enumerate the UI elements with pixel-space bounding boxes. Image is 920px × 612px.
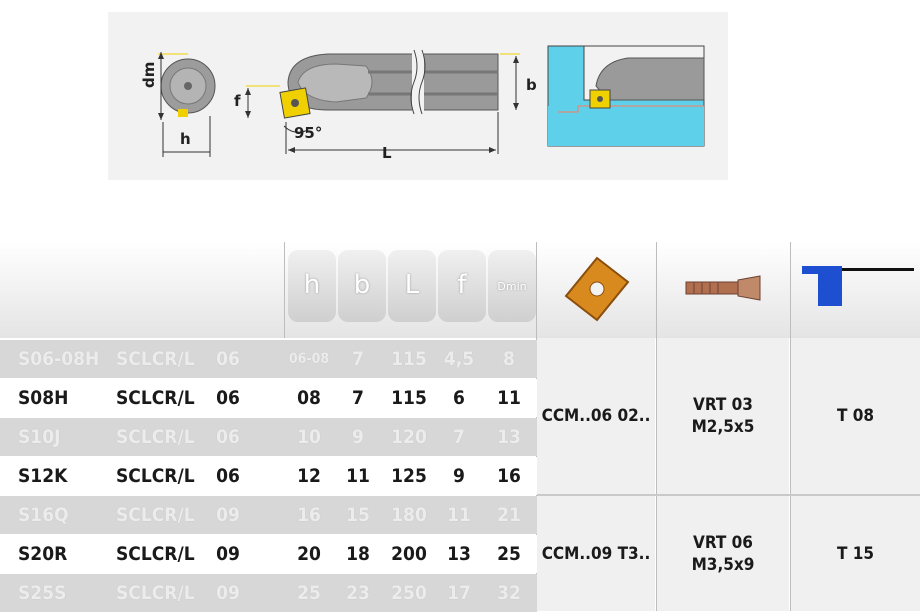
cell-L: 250 — [391, 582, 427, 604]
cell-size: 06 — [216, 387, 240, 409]
cell-b: 7 — [352, 387, 364, 409]
cell-dmin: 25 — [497, 543, 521, 565]
cell-b: 15 — [346, 504, 370, 526]
cell-type: SCLCR/L — [116, 504, 195, 526]
param-header-f: f — [438, 250, 486, 322]
cell-h: 12 — [297, 465, 321, 487]
cell-code: S12K — [18, 465, 68, 487]
cell-L: 180 — [391, 504, 427, 526]
cell-type: SCLCR/L — [116, 465, 195, 487]
param-header-dmin: Dmin — [488, 250, 536, 322]
application-view — [547, 45, 705, 147]
L-label: L — [382, 144, 392, 162]
cell-size: 09 — [216, 543, 240, 565]
cell-f: 9 — [453, 465, 465, 487]
cell-h: 25 — [297, 582, 321, 604]
cell-type: SCLCR/L — [116, 582, 195, 604]
cell-b: 18 — [346, 543, 370, 565]
cell-size: 06 — [216, 348, 240, 370]
cell-f: 7 — [453, 426, 465, 448]
cell-dmin: 8 — [503, 348, 515, 370]
cell-dmin: 11 — [497, 387, 521, 409]
f-label: f — [234, 92, 241, 110]
cell-f: 13 — [447, 543, 471, 565]
technical-drawing: dm h f 95° — [108, 12, 728, 180]
table-row: S08H SCLCR/L 06 08 7 115 6 11 — [0, 379, 537, 417]
cell-f: 4,5 — [443, 348, 475, 370]
cell-code: S08H — [18, 387, 69, 409]
table-row: S20R SCLCR/L 09 20 18 200 13 25 — [0, 535, 537, 573]
cell-size: 09 — [216, 582, 240, 604]
cell-L: 120 — [391, 426, 427, 448]
table-row: S25S SCLCR/L 09 25 23 250 17 32 — [0, 574, 537, 612]
key-group-2: T 15 — [791, 496, 920, 611]
cell-L: 125 — [391, 465, 427, 487]
cell-b: 9 — [352, 426, 364, 448]
cell-code: S20R — [18, 543, 68, 565]
cell-code: S10J — [18, 426, 61, 448]
boring-bar-drawing: dm h f 95° — [140, 45, 705, 162]
cell-type: SCLCR/L — [116, 426, 195, 448]
cell-L: 115 — [391, 387, 427, 409]
cell-size: 09 — [216, 504, 240, 526]
cell-size: 06 — [216, 426, 240, 448]
cell-L: 200 — [391, 543, 427, 565]
table-row: S06-08H SCLCR/L 06 06-08 7 115 4,5 8 — [0, 340, 537, 378]
table-row: S12K SCLCR/L 06 12 11 125 9 16 — [0, 457, 537, 495]
side-view: f 95° L b — [234, 49, 537, 162]
param-header-b: b — [338, 250, 386, 322]
cell-b: 11 — [346, 465, 370, 487]
h-label: h — [180, 130, 191, 148]
b-label: b — [526, 76, 537, 94]
cell-type: SCLCR/L — [116, 543, 195, 565]
param-header-h: h — [288, 250, 336, 322]
cell-L: 115 — [391, 348, 427, 370]
cell-b: 23 — [346, 582, 370, 604]
cell-h: 06-08 — [288, 351, 330, 367]
param-header-L: L — [388, 250, 436, 322]
cell-type: SCLCR/L — [116, 387, 195, 409]
cell-h: 16 — [297, 504, 321, 526]
cell-f: 11 — [447, 504, 471, 526]
cell-dmin: 16 — [497, 465, 521, 487]
screw-icon — [685, 275, 761, 301]
cell-f: 17 — [447, 582, 471, 604]
table-row: S10J SCLCR/L 06 10 9 120 7 13 — [0, 418, 537, 456]
key-group-1: T 08 — [791, 338, 920, 494]
cell-dmin: 32 — [497, 582, 521, 604]
cell-h: 10 — [297, 426, 321, 448]
cell-type: SCLCR/L — [116, 348, 195, 370]
cell-h: 08 — [297, 387, 321, 409]
table-row: S16Q SCLCR/L 09 16 15 180 11 21 — [0, 496, 537, 534]
product-table: h b L f Dmin S06-08H SCLCR/L 06 06-08 7 115 4,… — [0, 242, 920, 612]
cell-f: 6 — [453, 387, 465, 409]
end-view: dm h — [140, 52, 216, 157]
angle-label: 95° — [294, 124, 322, 142]
insert-icon — [564, 256, 630, 322]
cell-dmin: 13 — [497, 426, 521, 448]
cell-b: 7 — [352, 348, 364, 370]
cell-code: S25S — [18, 582, 67, 604]
cell-code: S06-08H — [18, 348, 100, 370]
insert-group-1: CCM..06 02.. — [537, 338, 655, 494]
torx-key-icon — [802, 266, 914, 306]
cell-size: 06 — [216, 465, 240, 487]
cell-h: 20 — [297, 543, 321, 565]
cell-dmin: 21 — [497, 504, 521, 526]
insert-group-2: CCM..09 T3.. — [537, 496, 655, 611]
cell-code: S16Q — [18, 504, 69, 526]
dm-label: dm — [140, 62, 158, 88]
